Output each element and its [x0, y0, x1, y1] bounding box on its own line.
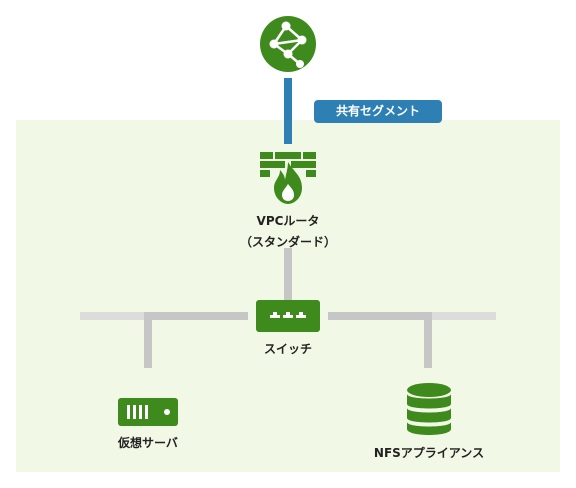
router-label: VPCルータ （スタンダード）	[218, 212, 358, 250]
nfs-drop-line	[424, 312, 432, 368]
database-icon	[407, 383, 451, 435]
router-name: VPCルータ	[256, 214, 320, 228]
segment-bus-right-inner	[328, 312, 432, 320]
nfs-label: NFSアプライアンス	[373, 446, 485, 460]
router-plan: （スタンダード）	[239, 235, 336, 249]
segment-bus-left	[80, 312, 156, 320]
server-label: 仮想サーバ	[118, 436, 178, 450]
server-drop-line	[144, 312, 152, 368]
segment-bus-right	[432, 312, 496, 320]
segment-bus-left-inner	[148, 312, 248, 320]
switch-label: スイッチ	[263, 342, 312, 356]
internet-uplink-line	[284, 78, 292, 144]
server-rack-icon	[118, 398, 178, 426]
network-switch-icon	[256, 300, 320, 332]
globe-network-icon	[260, 16, 316, 72]
firewall-flame-icon	[260, 152, 316, 204]
shared-segment-tag: 共有セグメント	[314, 100, 442, 123]
router-switch-line	[284, 248, 292, 300]
